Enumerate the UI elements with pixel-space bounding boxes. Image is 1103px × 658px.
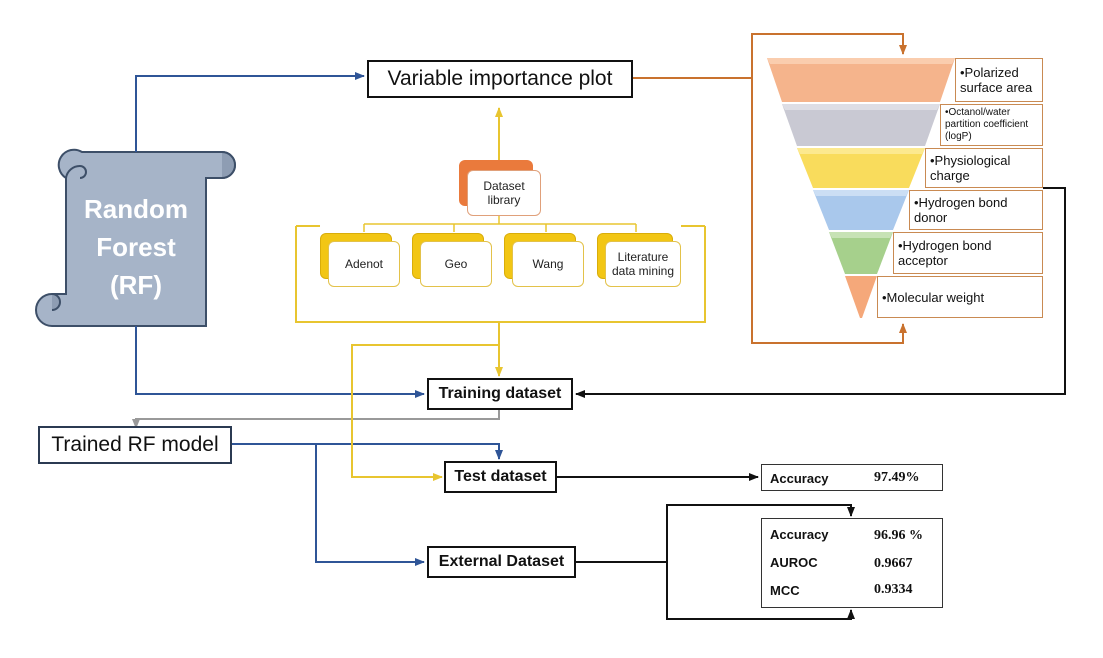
dataset-adenot: Adenot bbox=[328, 241, 400, 287]
dataset-wang: Wang bbox=[512, 241, 584, 287]
metric-label: MCC bbox=[770, 583, 800, 598]
feature-funnel bbox=[767, 58, 955, 318]
random-forest-label: Random Forest (RF) bbox=[84, 194, 188, 300]
metric-label: Accuracy bbox=[770, 471, 829, 486]
metric-label: Accuracy bbox=[770, 527, 829, 542]
metric-value: 0.9334 bbox=[874, 582, 913, 597]
feature-label-hbd: •Hydrogen bond donor bbox=[909, 190, 1043, 230]
external-metrics-box: Accuracy 96.96 % AUROC 0.9667 MCC 0.9334 bbox=[761, 518, 943, 608]
dataset-geo: Geo bbox=[420, 241, 492, 287]
feature-label-charge: •Physiological charge bbox=[925, 148, 1043, 188]
feature-label-psa: •Polarized surface area bbox=[955, 58, 1043, 102]
metric-value: 97.49% bbox=[874, 470, 920, 485]
training-dataset-box: Training dataset bbox=[427, 378, 573, 410]
external-dataset-box: External Dataset bbox=[427, 546, 576, 578]
feature-label-logp: •Octanol/water partition coefficient (lo… bbox=[940, 104, 1043, 146]
dataset-library-node: Dataset library bbox=[467, 170, 541, 216]
trained-rf-model-box: Trained RF model bbox=[38, 426, 232, 464]
scroll-shape bbox=[35, 148, 236, 327]
metric-value: 96.96 % bbox=[874, 528, 923, 543]
test-metrics-box: Accuracy 97.49% bbox=[761, 464, 943, 491]
metric-label: AUROC bbox=[770, 555, 818, 570]
feature-label-hba: •Hydrogen bond acceptor bbox=[893, 232, 1043, 274]
feature-label-mw: •Molecular weight bbox=[877, 276, 1043, 318]
metric-value: 0.9667 bbox=[874, 556, 913, 571]
dataset-literature: Literature data mining bbox=[605, 241, 681, 287]
variable-importance-plot-box: Variable importance plot bbox=[367, 60, 633, 98]
test-dataset-box: Test dataset bbox=[444, 461, 557, 493]
